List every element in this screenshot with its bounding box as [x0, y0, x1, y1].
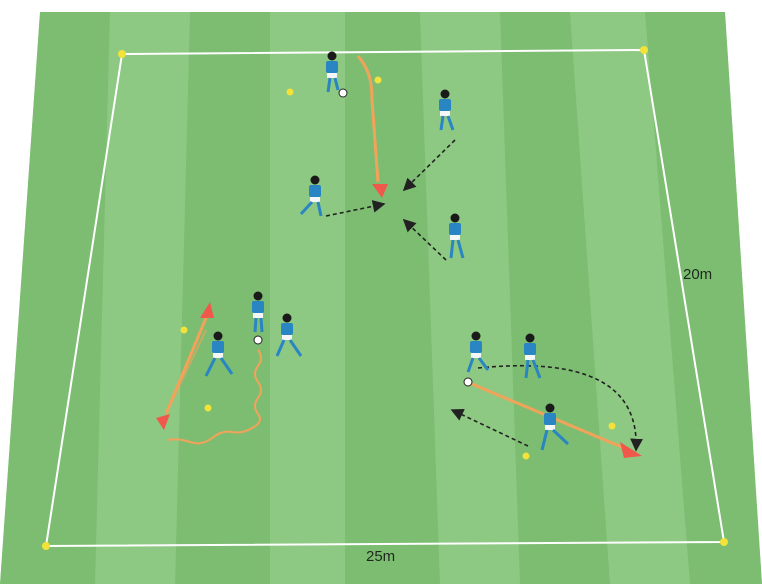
ball: [254, 336, 262, 344]
cone: [640, 46, 648, 54]
cone: [118, 50, 126, 58]
cone: [181, 327, 188, 334]
cone: [287, 89, 294, 96]
cone: [523, 453, 530, 460]
cone: [375, 77, 382, 84]
cone: [205, 405, 212, 412]
ball: [339, 89, 347, 97]
height-label: 20m: [683, 266, 712, 283]
width-label: 25m: [366, 548, 395, 565]
cone: [42, 542, 50, 550]
cone: [720, 538, 728, 546]
ball: [464, 378, 472, 386]
cone: [609, 423, 616, 430]
